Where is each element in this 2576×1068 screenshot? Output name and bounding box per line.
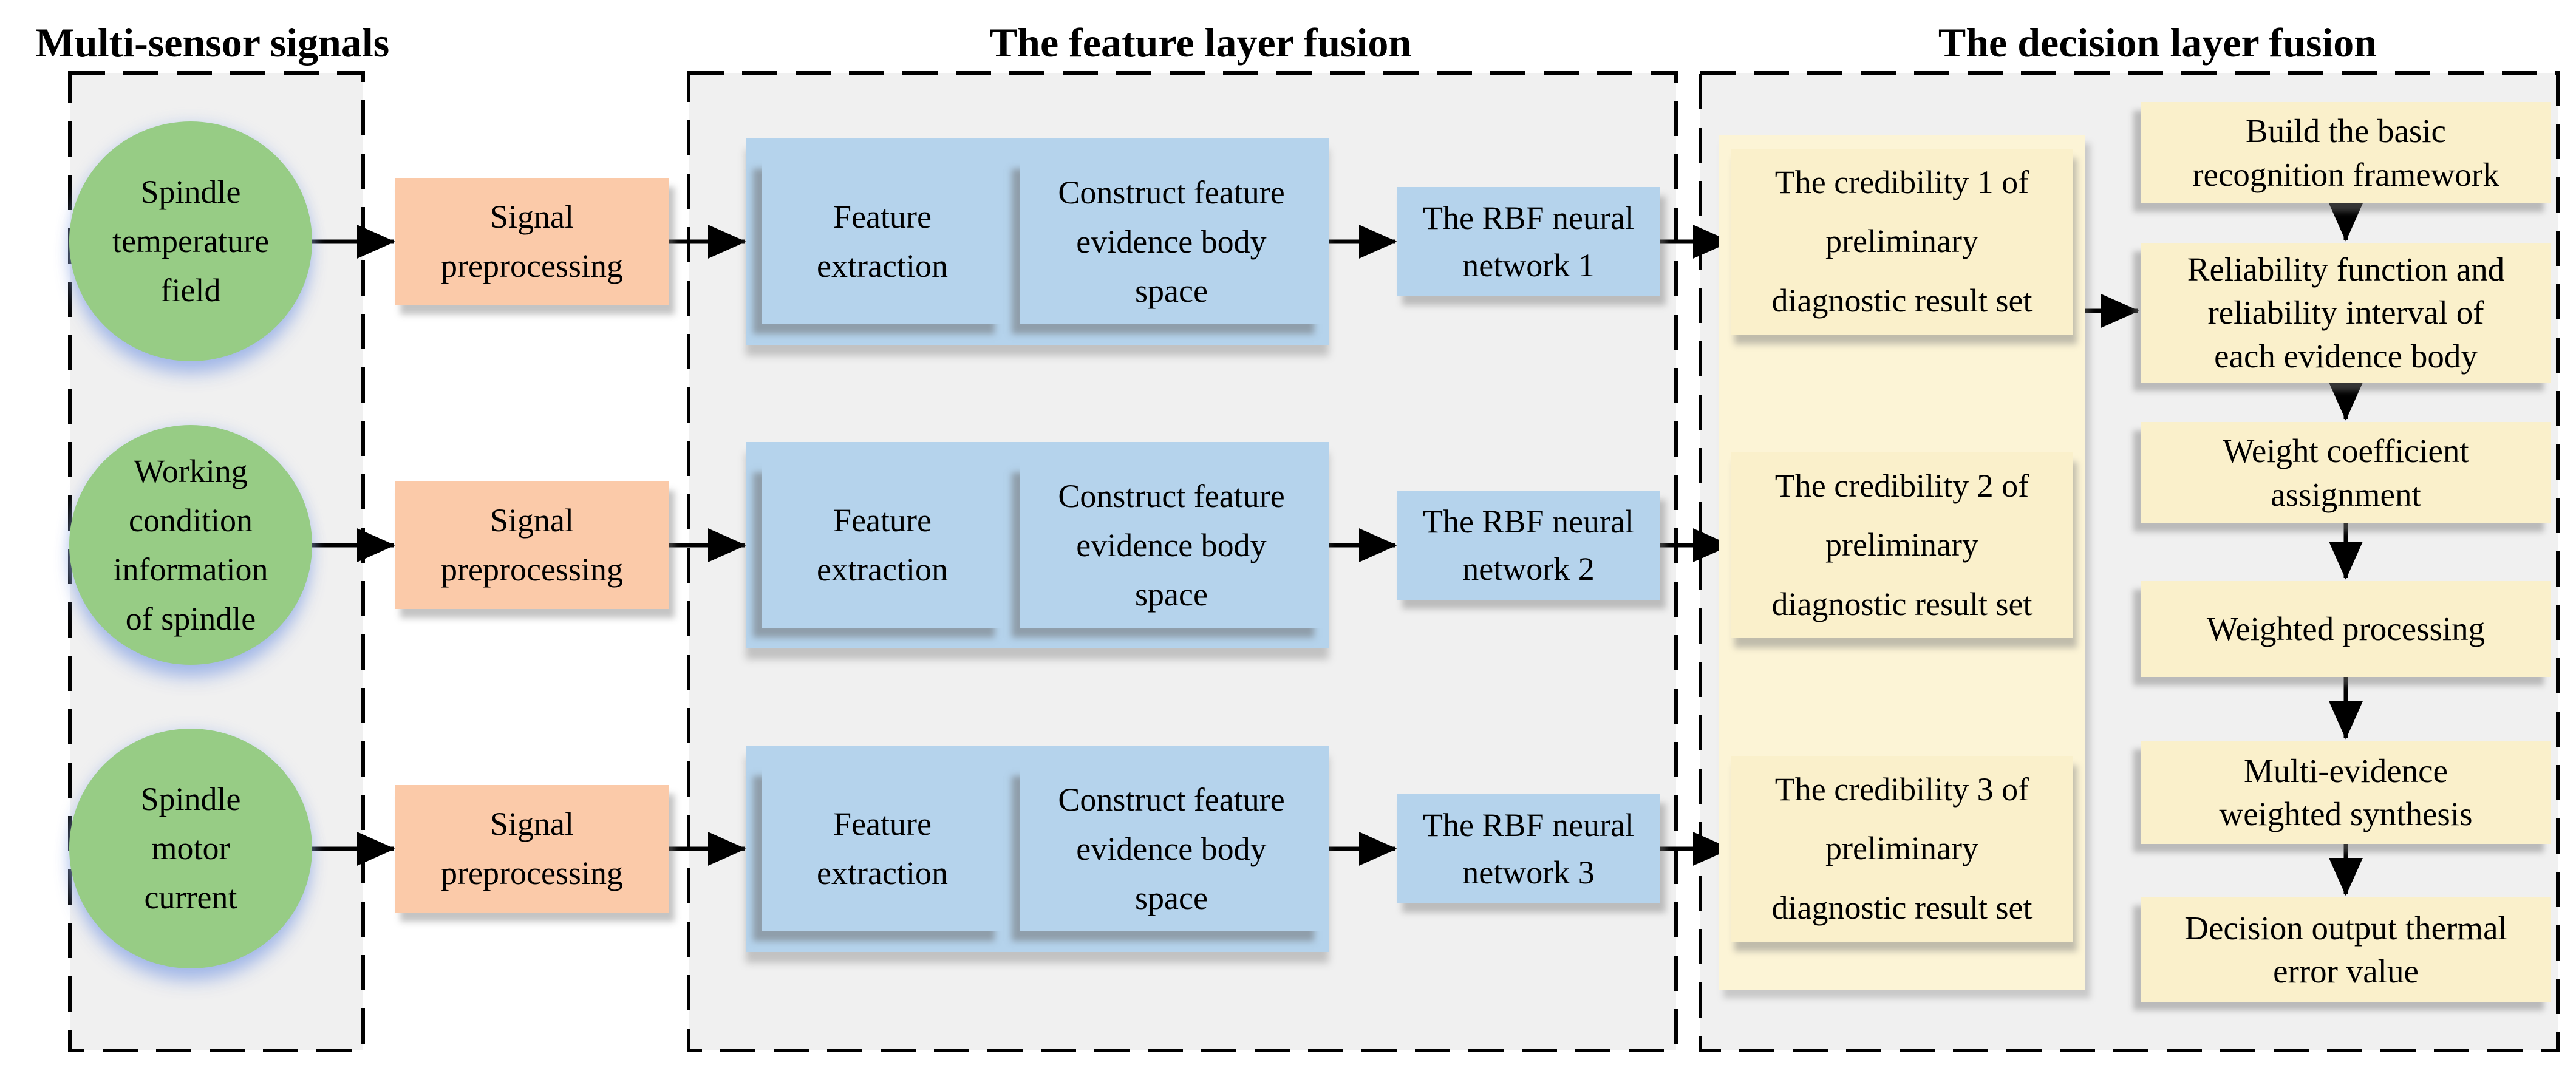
section-title-multi-sensor: Multi-sensor signals xyxy=(35,19,390,66)
decision-step-build-framework: Build the basic recognition framework xyxy=(2141,102,2551,203)
decision-step-multi-evidence-synthesis: Multi-evidence weighted synthesis xyxy=(2141,741,2551,844)
decision-step-decision-output: Decision output thermal error value xyxy=(2141,897,2551,1002)
credibility-box-2: The credibility 2 of preliminary diagnos… xyxy=(1731,452,2073,638)
source-node-working-condition-information: Working condition information of spindle xyxy=(69,425,312,665)
rbf-network-box-1: The RBF neural network 1 xyxy=(1397,187,1660,296)
decision-step-weighted-processing: Weighted processing xyxy=(2141,581,2551,677)
signal-preprocessing-box-2: Signal preprocessing xyxy=(395,481,669,609)
section-title-feature-fusion: The feature layer fusion xyxy=(989,19,1412,66)
feature-extraction-box-2: Feature extraction xyxy=(762,463,1003,628)
rbf-network-box-3: The RBF neural network 3 xyxy=(1397,794,1660,903)
construct-evidence-box-3: Construct feature evidence body space xyxy=(1020,766,1323,931)
rbf-network-box-2: The RBF neural network 2 xyxy=(1397,491,1660,600)
credibility-box-1: The credibility 1 of preliminary diagnos… xyxy=(1731,149,2073,335)
construct-evidence-box-1: Construct feature evidence body space xyxy=(1020,159,1323,324)
feature-extraction-box-1: Feature extraction xyxy=(762,159,1003,324)
signal-preprocessing-box-1: Signal preprocessing xyxy=(395,178,669,305)
source-node-spindle-motor-current: Spindle motor current xyxy=(69,729,312,968)
section-title-decision-fusion: The decision layer fusion xyxy=(1938,19,2377,66)
decision-step-weight-coefficient: Weight coefficient assignment xyxy=(2141,422,2551,523)
feature-extraction-box-3: Feature extraction xyxy=(762,766,1003,931)
signal-preprocessing-box-3: Signal preprocessing xyxy=(395,785,669,913)
decision-step-reliability-function: Reliability function and reliability int… xyxy=(2141,243,2551,383)
construct-evidence-box-2: Construct feature evidence body space xyxy=(1020,463,1323,628)
credibility-box-3: The credibility 3 of preliminary diagnos… xyxy=(1731,756,2073,942)
source-node-spindle-temperature-field: Spindle temperature field xyxy=(69,121,312,361)
